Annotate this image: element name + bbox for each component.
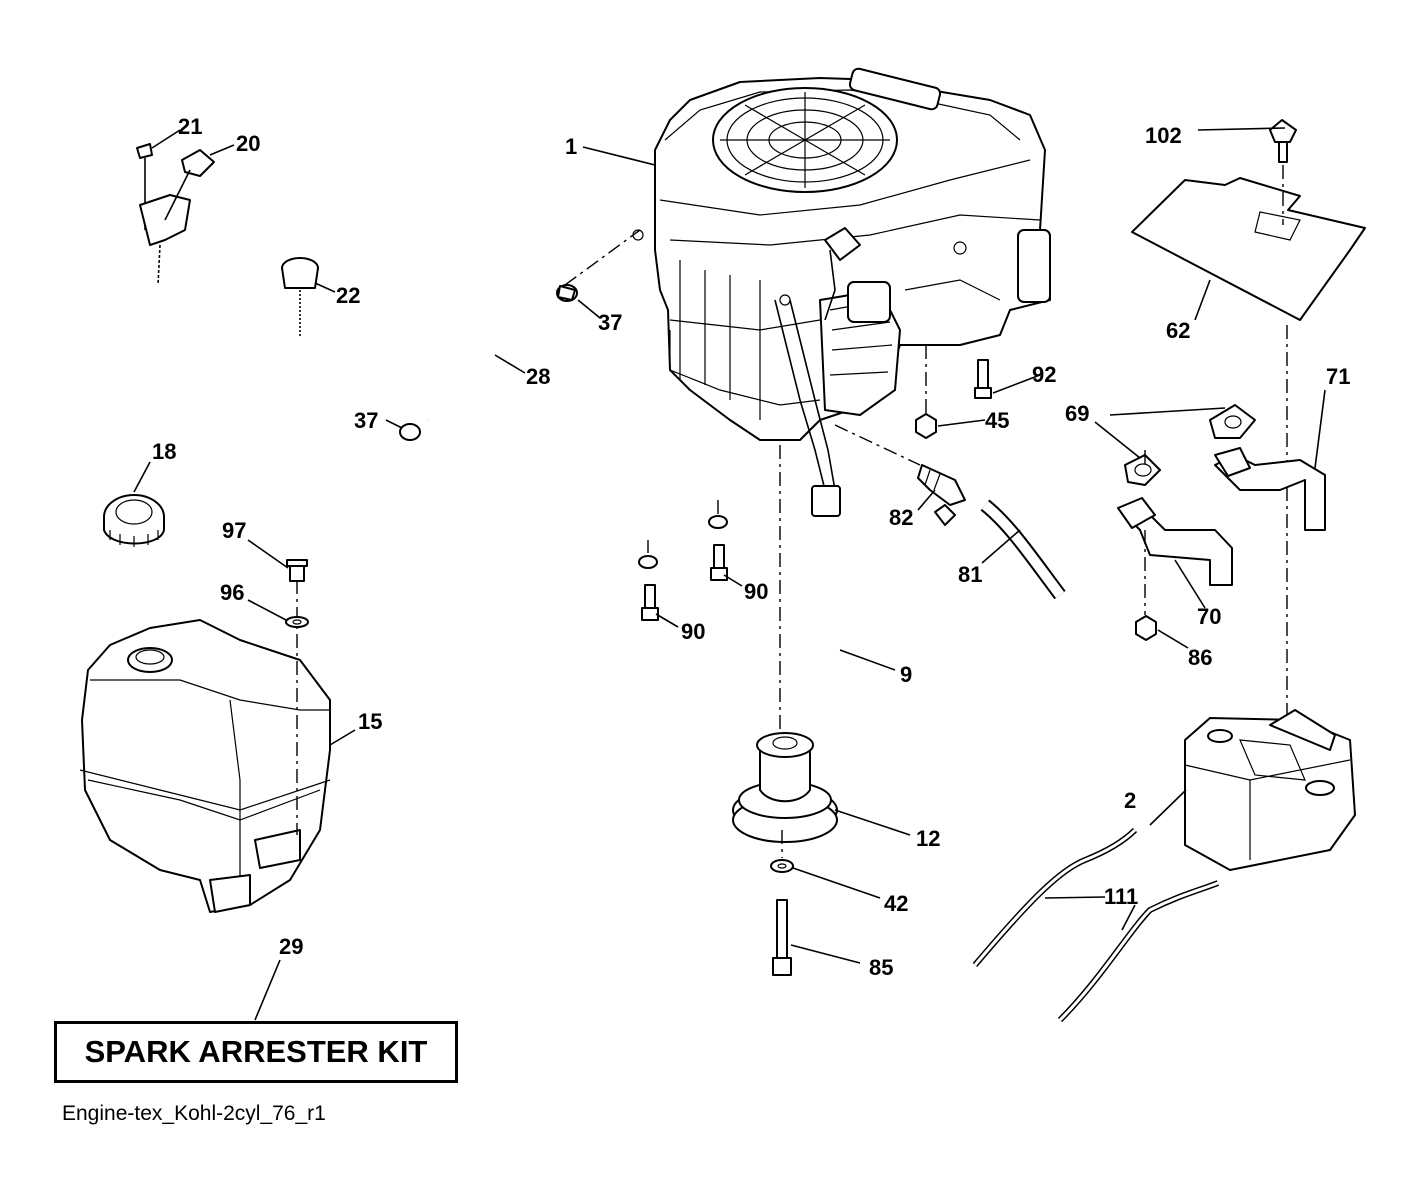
callout-111: 111: [1104, 884, 1138, 909]
callout-81: 81: [958, 562, 982, 587]
callout-15: 15: [358, 709, 382, 734]
callout-86: 86: [1188, 645, 1212, 670]
callout-92: 92: [1032, 362, 1056, 387]
callout-29: 29: [279, 934, 303, 959]
callout-1: 1: [565, 134, 577, 159]
spark-arrester-kit-label: SPARK ARRESTER KIT: [84, 1034, 428, 1069]
callout-45: 45: [985, 408, 1009, 433]
part-70-71-exhaust-pipes: [1117, 404, 1326, 641]
callout-42: 42: [884, 891, 908, 916]
callout-85: 85: [869, 955, 893, 980]
part-15-fuel-tank: [79, 559, 331, 913]
part-62-heat-shield: [1131, 119, 1366, 720]
part-18-fuel-cap: [103, 494, 165, 547]
callout-22: 22: [336, 283, 360, 308]
callout-71: 71: [1326, 364, 1350, 389]
part-28-hose: [399, 229, 641, 441]
callout-numbers: 1 2 9 12 15 18 20 21 22 28 29 37 37 42 4…: [152, 114, 1350, 980]
callout-9: 9: [900, 662, 912, 687]
callout-21: 21: [178, 114, 202, 139]
part-111-wires: [972, 827, 1220, 1023]
spark-arrester-kit-box: SPARK ARRESTER KIT: [54, 1021, 458, 1083]
callout-2: 2: [1124, 788, 1136, 813]
part-2-muffler: [1184, 709, 1356, 871]
callout-69: 69: [1065, 401, 1089, 426]
callout-18: 18: [152, 439, 176, 464]
leader-lines: [133, 127, 1326, 1021]
part-22-knob: [281, 257, 319, 338]
part-92-45-bolt-nut: [915, 345, 992, 439]
callout-96: 96: [220, 580, 244, 605]
callout-62: 62: [1166, 318, 1190, 343]
engine: [632, 67, 1051, 517]
callout-37-upper: 37: [598, 310, 622, 335]
callout-90-upper: 90: [744, 579, 768, 604]
callout-70: 70: [1197, 604, 1221, 629]
callout-82: 82: [889, 505, 913, 530]
part-21-20-linkage: [136, 143, 215, 286]
part-12-pulley: [732, 445, 838, 976]
callout-20: 20: [236, 131, 260, 156]
callout-37-lower: 37: [354, 408, 378, 433]
part-9-bracket: [638, 500, 874, 682]
callout-12: 12: [916, 826, 940, 851]
callout-102: 102: [1145, 123, 1182, 148]
part-82-81-fitting-hose: [834, 424, 1066, 600]
drawing-id: Engine-tex_Kohl-2cyl_76_r1: [62, 1102, 326, 1125]
callout-90-lower: 90: [681, 619, 705, 644]
callout-28: 28: [526, 364, 550, 389]
callout-97: 97: [222, 518, 246, 543]
